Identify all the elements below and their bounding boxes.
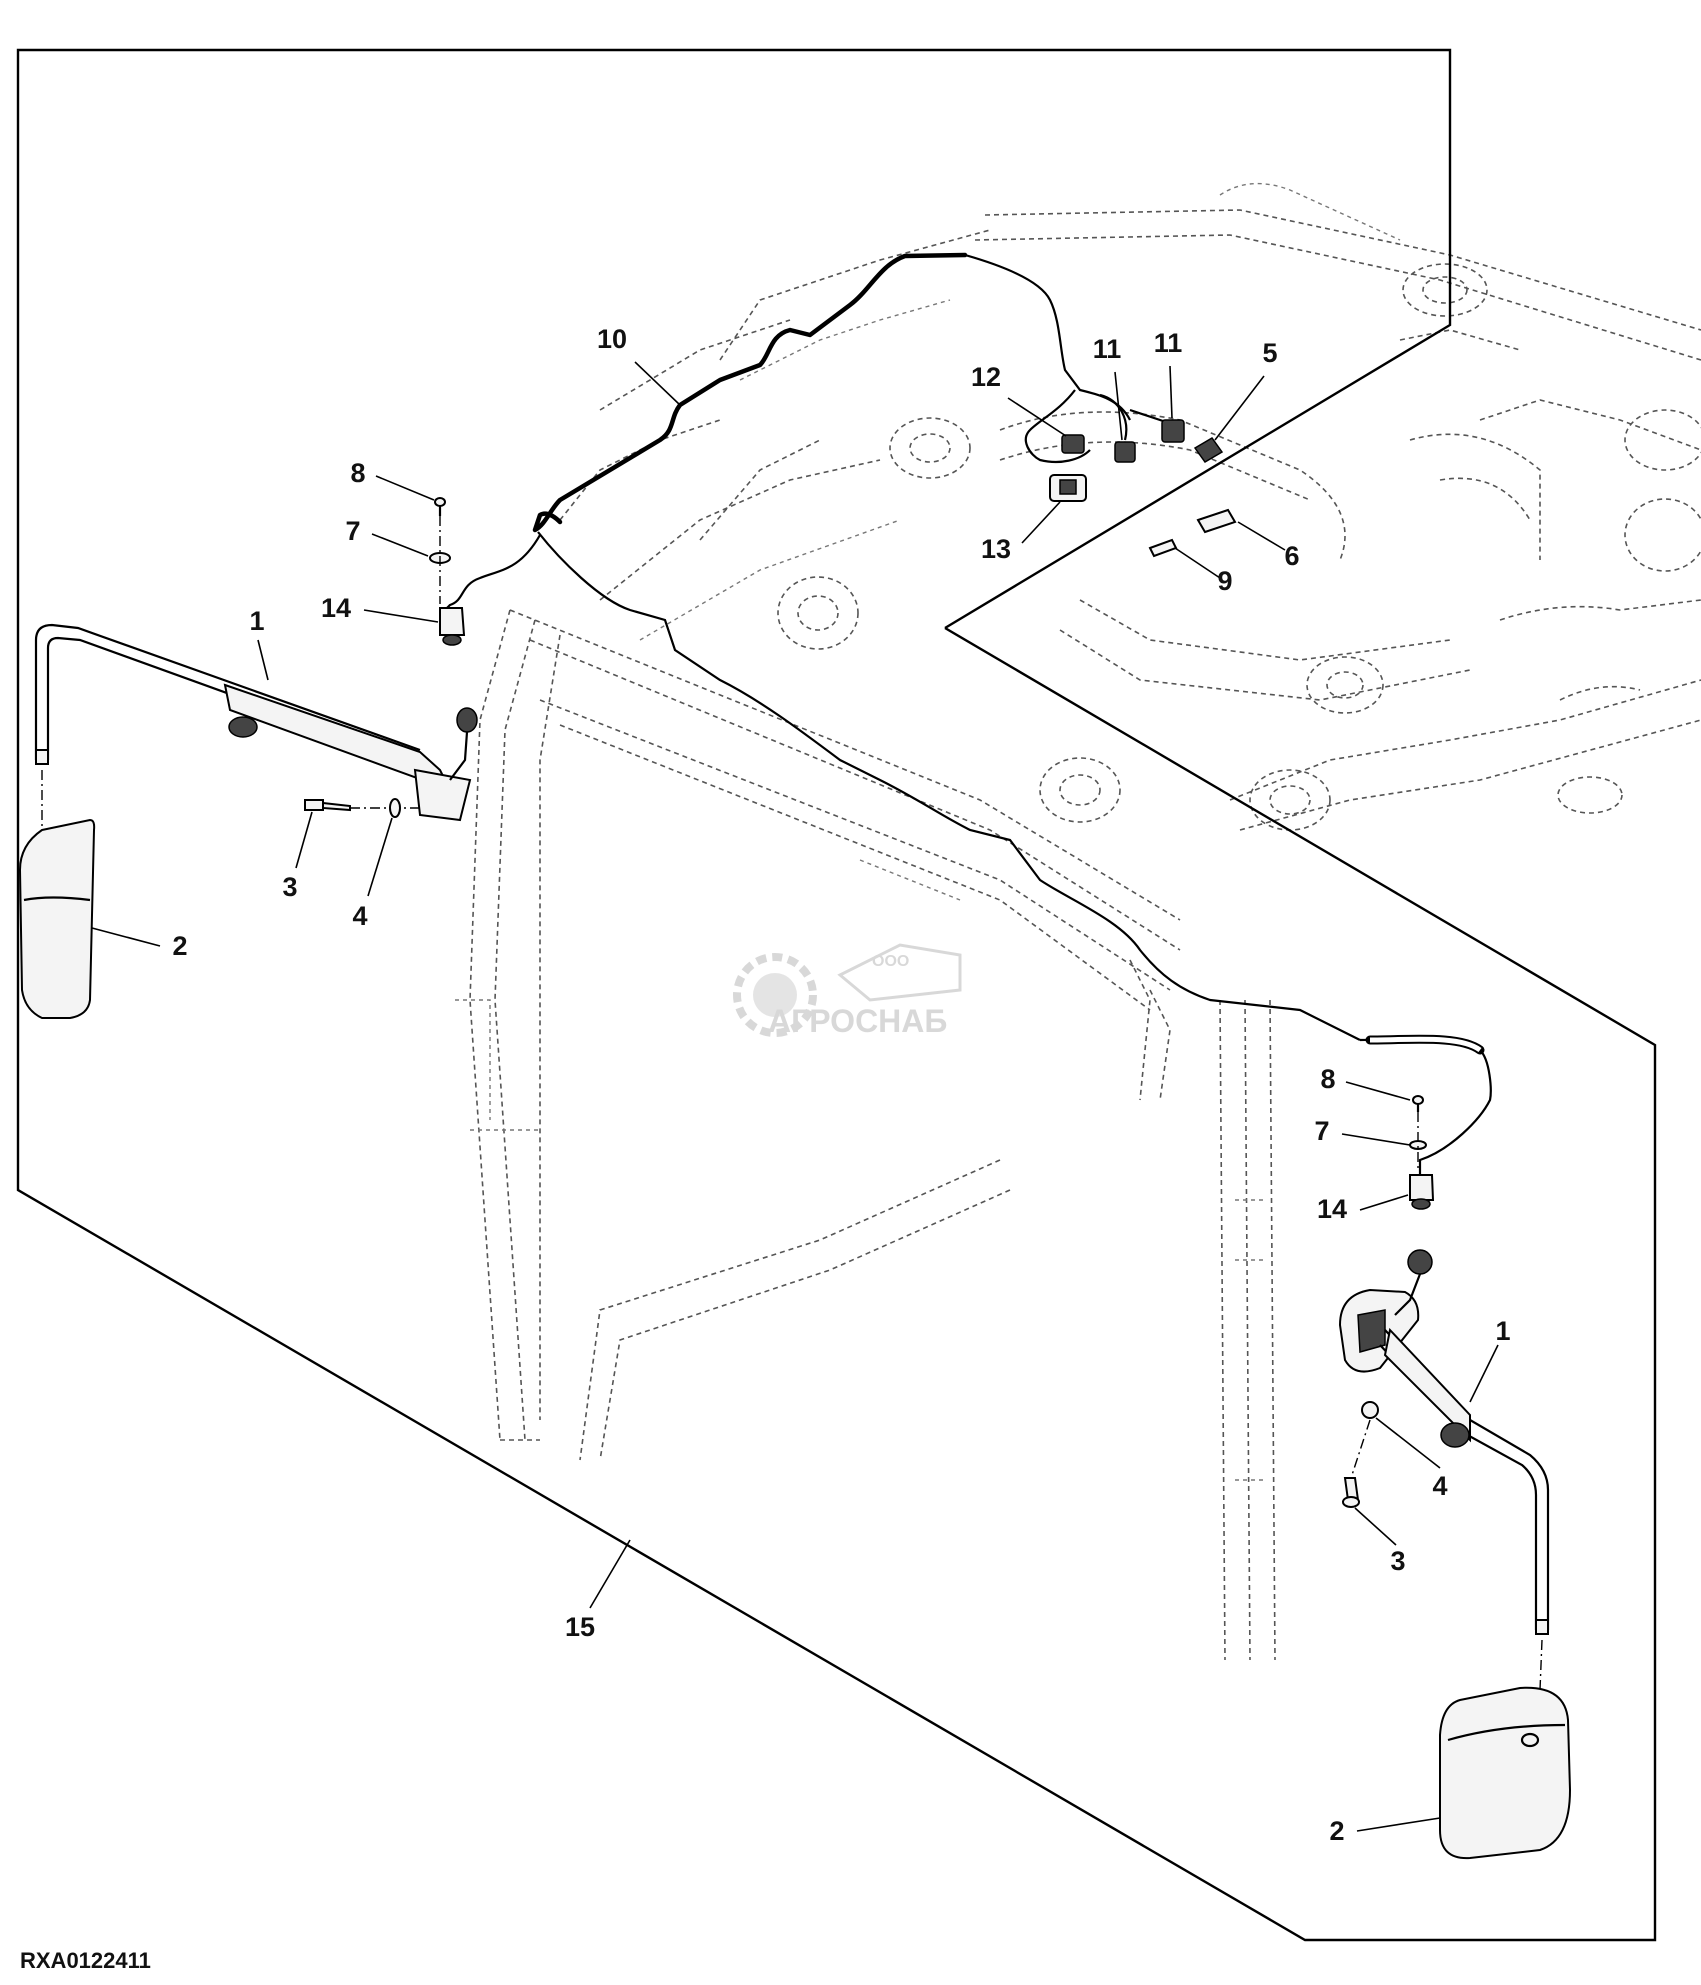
roof-boss: [1557, 776, 1623, 814]
roof-boss: [1624, 409, 1701, 471]
lamp-socket-14: [439, 607, 466, 646]
roof-boss: [1306, 656, 1384, 714]
clip-9: [1148, 538, 1178, 558]
roof-boss: [1402, 263, 1488, 317]
screw-3: [304, 799, 351, 812]
roof-boss: [1624, 498, 1701, 572]
connector-11: [1161, 419, 1185, 443]
callout-6: 6: [1284, 541, 1299, 571]
callout-4: 4: [1432, 1471, 1447, 1501]
callout-11: 11: [1093, 334, 1122, 364]
callout-3: 3: [282, 872, 297, 902]
screw-8: [434, 497, 446, 516]
callout-7: 7: [345, 516, 360, 546]
harness-branch: [537, 531, 1361, 1041]
callout-5: 5: [1262, 338, 1277, 368]
callout-14: 14: [1317, 1194, 1347, 1224]
connector-11: [1114, 441, 1136, 463]
roof-boss: [889, 417, 971, 479]
right-mirror-assembly: [1338, 1095, 1572, 1860]
callout-3: 3: [1390, 1546, 1405, 1576]
roof-boss: [1039, 757, 1121, 823]
callout-9: 9: [1217, 566, 1232, 596]
connector-13: [1049, 474, 1087, 502]
callout-4: 4: [352, 901, 367, 931]
watermark-name: АГРОСНАБ: [768, 1003, 947, 1039]
callout-2: 2: [172, 931, 187, 961]
callout-11: 11: [1154, 328, 1183, 358]
callout-15: 15: [565, 1612, 595, 1642]
callout-10: 10: [597, 324, 627, 354]
washer-4: [389, 798, 401, 818]
harness-branch: [1024, 389, 1091, 464]
connector-12: [1061, 434, 1085, 454]
harness-branch: [444, 534, 541, 611]
leader-lines: [91, 361, 1499, 1832]
callout-14: 14: [321, 593, 351, 623]
callout-1: 1: [249, 606, 264, 636]
harness-branch: [1359, 1036, 1492, 1180]
watermark: ООО АГРОСНАБ: [733, 943, 962, 1039]
callout-1: 1: [1495, 1316, 1510, 1346]
cab-roof-frame-outline: [16, 48, 1657, 1942]
callout-8: 8: [1320, 1064, 1335, 1094]
screw-8: [1412, 1095, 1424, 1112]
callout-2: 2: [1329, 1816, 1344, 1846]
callout-8: 8: [350, 458, 365, 488]
callout-13: 13: [981, 534, 1011, 564]
roof-boss: [1249, 769, 1331, 831]
cab-structure-ghost: [455, 182, 1701, 1661]
callout-7: 7: [1314, 1116, 1329, 1146]
screw-3: [1342, 1477, 1360, 1508]
clip-6: [1196, 508, 1237, 534]
connector-5: [1193, 437, 1224, 463]
wiring-harness: [532, 252, 968, 533]
callout-12: 12: [971, 362, 1001, 392]
lamp-socket-14: [1409, 1174, 1435, 1210]
washer-4: [1361, 1401, 1379, 1419]
roof-boss: [777, 576, 859, 650]
watermark-small-text: ООО: [872, 953, 909, 970]
figure-id: RXA0122411: [20, 1948, 151, 1973]
left-mirror-assembly: [18, 497, 478, 1019]
